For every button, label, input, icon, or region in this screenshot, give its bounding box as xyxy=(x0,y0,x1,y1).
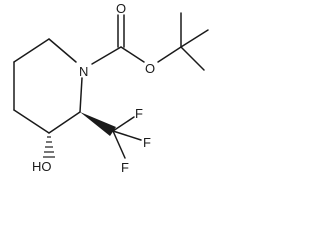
wedge-bond-c2-cf3 xyxy=(80,112,116,136)
bond-cquat-methyl-right xyxy=(180,29,209,48)
molecule-structure: N O O HO F F F xyxy=(13,1,209,175)
atom-label-hydroxyl: HO xyxy=(32,159,52,174)
atom-label-f-bottom: F xyxy=(121,160,129,175)
bond-c6-c5 xyxy=(13,38,50,63)
bond-c2-n xyxy=(79,77,83,113)
bond-ccarbonyl-oester xyxy=(120,46,145,63)
bond-cf3-f-bottom xyxy=(112,130,126,159)
atom-label-o-ester: O xyxy=(145,61,155,76)
atom-label-f-top: F xyxy=(135,106,143,121)
bond-oester-cquat xyxy=(157,46,182,63)
atom-label-n: N xyxy=(79,64,88,79)
bond-cf3-f-top xyxy=(112,116,135,132)
atom-label-f-right: F xyxy=(143,135,151,150)
bond-n-ccarbonyl xyxy=(91,46,122,65)
hashed-bond-c3-oh xyxy=(43,136,55,158)
bond-n-c6 xyxy=(48,38,77,63)
atom-label-o-carbonyl: O xyxy=(116,1,126,16)
bond-cf3-f-right xyxy=(112,130,142,141)
bond-c3-c2 xyxy=(48,111,81,134)
bond-cquat-methyl-bottom xyxy=(180,46,205,71)
bond-c4-c3 xyxy=(13,109,50,134)
